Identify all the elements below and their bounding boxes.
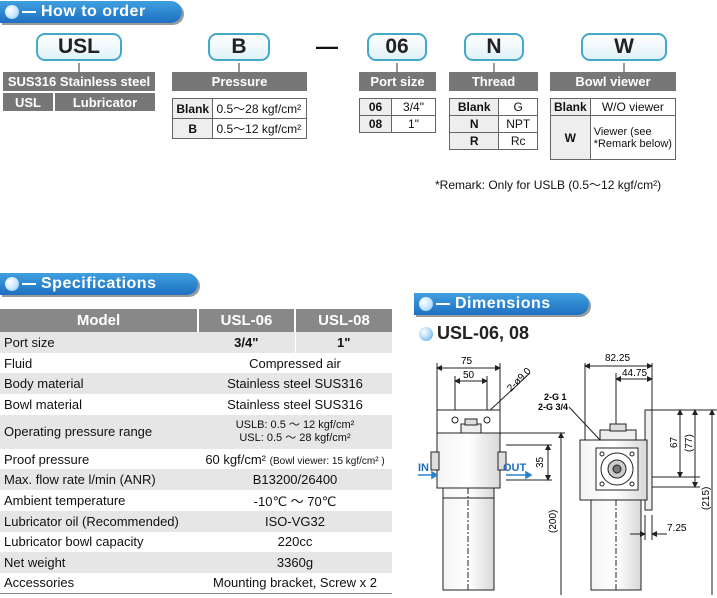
flow-out-label: OUT — [503, 462, 527, 474]
pressure-title: Pressure — [172, 72, 307, 91]
dim-hole: 2-ø9.0 — [505, 366, 534, 395]
dim-67: 67 — [669, 436, 680, 448]
bullet-icon — [5, 5, 19, 19]
front-view — [430, 363, 565, 595]
spec-row: Max. flow rate l/min (ANR)B13200/26400 — [0, 469, 392, 491]
spec-row: Lubricator oil (Recommended)ISO-VG32 — [0, 510, 392, 532]
code-pill-w: W — [581, 33, 667, 61]
material-title: SUS316 Stainless steel — [3, 72, 155, 91]
dim-75: 75 — [461, 356, 473, 367]
bullet-icon — [419, 326, 433, 341]
dimensions-model: USL-06, 08 — [419, 323, 529, 344]
dim-200: (200) — [548, 510, 559, 533]
col-usl-06: USL-06 — [198, 309, 296, 332]
port-size-title: Port size — [359, 72, 436, 91]
dim-7-25: 7.25 — [667, 523, 687, 534]
bowl-viewer-title: Bowl viewer — [550, 72, 676, 91]
code-pill-06: 06 — [367, 33, 427, 61]
dim-77: (77) — [684, 434, 695, 452]
order-connectors — [78, 63, 625, 72]
code-dash: — — [316, 34, 338, 59]
bullet-icon — [419, 297, 433, 311]
bullet-icon — [5, 277, 19, 291]
col-model: Model — [0, 309, 199, 332]
dimensions-title: Dimensions — [455, 295, 551, 312]
code-pill-usl: USL — [36, 33, 122, 61]
dimensions-header: Dimensions — [414, 293, 589, 315]
flow-arrows — [418, 470, 533, 480]
spec-row: Port size 3/4" 1" — [0, 332, 392, 353]
specifications-header: Specifications — [0, 273, 198, 295]
material-name: Lubricator — [55, 93, 155, 111]
col-usl-08: USL-08 — [295, 309, 392, 332]
order-remark: *Remark: Only for USLB (0.5～12 kgf/cm²) — [435, 178, 662, 192]
specifications-title: Specifications — [41, 275, 157, 292]
dim-215: (215) — [701, 487, 712, 510]
side-view — [568, 363, 717, 595]
dim-82-25: 82.25 — [605, 353, 630, 364]
spec-row: Operating pressure range USLB: 0.5 ～ 12 … — [0, 414, 392, 449]
code-pill-b: B — [208, 33, 270, 61]
spec-row: Proof pressure 60 kgf/cm² (Bowl viewer: … — [4, 451, 385, 467]
thread-title: Thread — [449, 72, 538, 91]
how-to-order-title: How to order — [41, 3, 146, 20]
specifications-table: Model USL-06 USL-08 Port size 3/4" 1" Fl… — [0, 309, 392, 595]
dim-44-75: 44.75 — [622, 368, 647, 379]
flow-in-label: IN — [418, 462, 429, 474]
dim-g34: 2-G 3/4 — [538, 402, 568, 412]
spec-row: Ambient temperature-10℃ ～ 70℃ — [4, 492, 337, 509]
material-code: USL — [3, 93, 53, 111]
how-to-order-header: How to order — [0, 1, 182, 23]
dim-g1: 2-G 1 — [544, 392, 567, 402]
dim-35: 35 — [535, 456, 546, 468]
spec-header-row: Model USL-06 USL-08 — [0, 309, 392, 332]
code-pill-n: N — [464, 33, 524, 61]
dim-50: 50 — [463, 370, 475, 381]
